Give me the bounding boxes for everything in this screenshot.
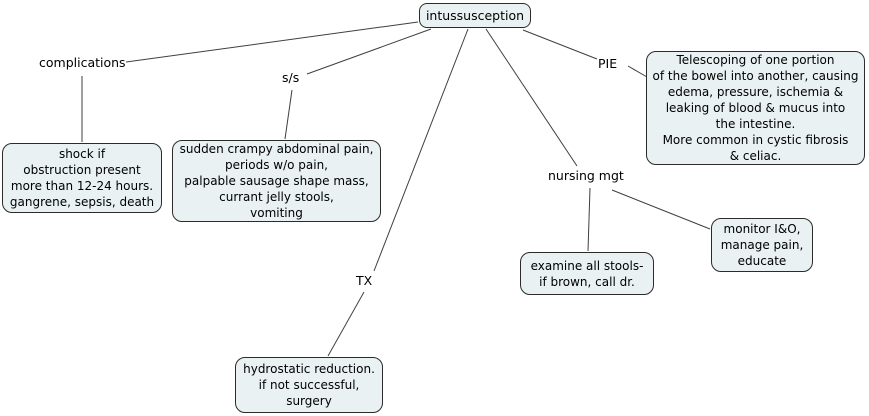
node-definition[interactable]: Telescoping of one portion of the bowel … xyxy=(646,51,865,165)
connector-root-to-ss xyxy=(306,28,432,75)
connector-root-to-tx xyxy=(373,28,469,272)
connector-nursing-to-stools xyxy=(587,187,591,252)
connector-tx-to-treatment xyxy=(327,291,365,357)
link-label-complications[interactable]: complications xyxy=(39,55,126,70)
connector-ss-to-symptoms xyxy=(284,89,293,140)
link-label-nursing-mgt[interactable]: nursing mgt xyxy=(548,168,624,183)
node-monitor[interactable]: monitor I&O, manage pain, educate xyxy=(711,218,813,272)
node-examine-stools[interactable]: examine all stools- if brown, call dr. xyxy=(520,252,654,295)
connector-pie-to-definition xyxy=(627,65,648,78)
connector-root-to-complications xyxy=(125,21,419,63)
link-label-tx[interactable]: TX xyxy=(356,273,373,288)
link-label-ss[interactable]: s/s xyxy=(282,70,300,85)
connector-nursing-to-monitor xyxy=(611,189,711,230)
connector-root-to-pie xyxy=(522,29,598,60)
link-label-pie[interactable]: PIE xyxy=(598,56,618,71)
node-shock-complications[interactable]: shock if obstruction present more than 1… xyxy=(2,143,162,213)
node-intussusception[interactable]: intussusception xyxy=(419,3,531,28)
node-symptoms[interactable]: sudden crampy abdominal pain, periods w/… xyxy=(172,140,381,222)
node-treatment[interactable]: hydrostatic reduction. if not successful… xyxy=(235,357,383,413)
connector-root-to-nursing xyxy=(485,28,578,167)
